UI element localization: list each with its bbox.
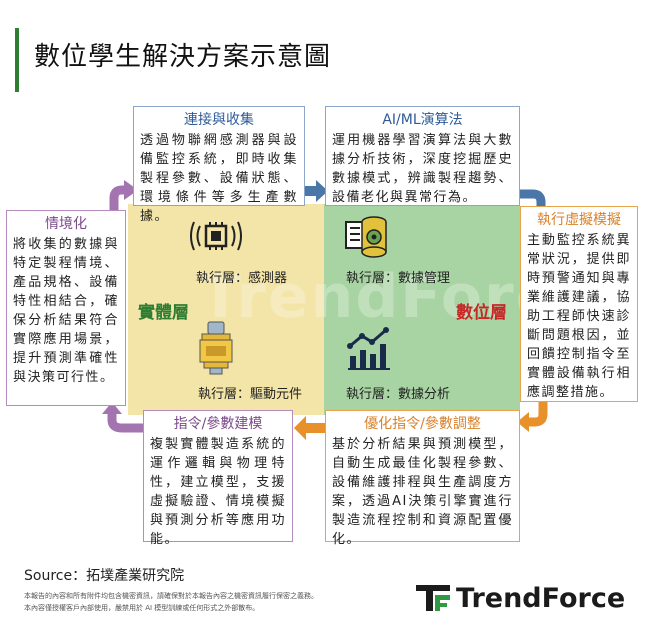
box-instruction-modeling: 指令/參數建模 複製實體製造系統的運作邏輯與物理特性，建立模型，支援虛擬驗證、情… [143,410,293,547]
box-optimize-body: 基於分析結果與預測模型，自動生成最佳化製程參數、設備維護排程與生產調度方案，透過… [332,437,513,547]
database-gear-icon [345,216,387,258]
box-connect-body: 透過物聯網感測器與設備監控系統，即時收集製程參數、設備狀態、環境條件等多生產數據… [140,133,298,224]
disclaimer-line-2: 本內容僅授權客戶內部使用，嚴禁用於 AI 模型訓練或任何形式之外部散布。 [24,604,260,612]
bar-chart-trend-icon [347,327,390,370]
box-context-title: 情境化 [45,216,87,232]
box-connect-title: 連接與收集 [184,112,254,128]
module-data-analysis-label: 執行層：數據分析 [346,387,451,402]
title-accent-bar [15,28,19,92]
box-simulation: 執行虛擬模擬 主動監控系統異常狀況，提供即時預警通知與專業維護建議，協助工程師快… [520,206,638,402]
arrow-optimize-to-instruction [294,416,326,440]
disclaimer-line-1: 本報告的內容和所有附件均包含機密資訊，請確保對於本報告內容之機密資訊履行保密之義… [24,592,318,600]
box-contextualize: 情境化 將收集的數據與特定製程情境、產品規格、設備特性相結合，確保分析結果符合實… [6,210,126,406]
trendforce-brand-text: TrendForce [456,583,626,614]
box-instruction-body: 複製實體製造系統的運作邏輯與物理特性，建立模型，支援虛擬驗證、情境模擬與預測分析… [150,437,286,547]
box-optimize: 優化指令/參數調整 基於分析結果與預測模型，自動生成最佳化製程參數、設備維護排程… [325,410,520,547]
trendforce-logo-icon [416,585,450,611]
module-driver-label: 執行層：驅動元件 [198,387,303,402]
box-ai-title: AI/ML演算法 [382,112,463,128]
page-title: 數位學生解決方案示意圖 [34,42,332,72]
box-ai-ml: AI/ML演算法 運用機器學習演算法與大數據分析技術，深度挖掘歷史數據模式，辨識… [325,106,520,206]
box-simulation-title: 執行虛擬模擬 [537,212,621,228]
box-context-body: 將收集的數據與特定製程情境、產品規格、設備特性相結合，確保分析結果符合實際應用場… [13,237,119,385]
box-ai-body: 運用機器學習演算法與大數據分析技術，深度挖掘歷史數據模式，辨識製程趨勢、設備老化… [332,133,513,205]
module-data-mgmt-label: 執行層：數據管理 [346,271,451,286]
digital-layer-label: 數位層 [456,303,507,323]
module-sensor-label: 執行層：感測器 [196,271,288,286]
arrow-instruction-to-context [102,402,144,433]
arrow-connect-to-ai [300,180,328,202]
source-note: Source：拓墣產業研究院 [24,568,185,584]
box-instruction-title: 指令/參數建模 [173,416,263,432]
physical-layer-label: 實體層 [138,303,189,323]
arrow-simulation-to-optimize [517,402,548,432]
box-optimize-title: 優化指令/參數調整 [364,416,481,432]
box-simulation-body: 主動監控系統異常狀況，提供即時預警通知與專業維護建議，協助工程師快速診斷問題根因… [527,233,631,400]
box-connect-collect: 連接與收集 透過物聯網感測器與設備監控系統，即時收集製程參數、設備狀態、環境條件… [133,106,305,224]
sensor-chip-icon [190,221,242,251]
connector-icon [199,321,233,375]
arrow-context-to-connect [109,180,138,212]
